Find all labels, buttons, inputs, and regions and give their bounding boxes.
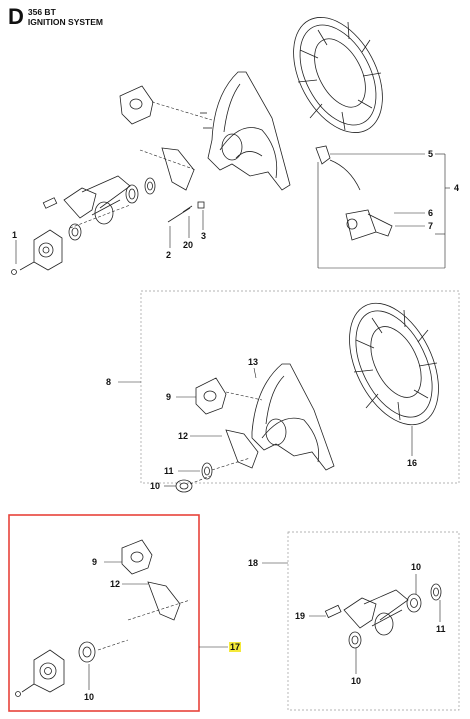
gasket-small-mid [225, 429, 259, 469]
bearing-bottom-right [406, 593, 422, 613]
gasket-small-top [161, 147, 195, 191]
gasket-top [119, 85, 154, 125]
highlight-frame-17 [8, 514, 200, 712]
callout-16: 16 [407, 458, 418, 468]
bearing-mid [201, 462, 213, 480]
model-name: 356 BT [27, 7, 56, 17]
crankshaft-top [42, 175, 131, 225]
callout-10-mid: 10 [150, 481, 161, 491]
bearing-lower [348, 631, 362, 649]
crankcase-left-top [19, 229, 63, 271]
callout-10-lower: 10 [351, 676, 362, 686]
callout-19: 19 [295, 611, 306, 621]
callout-10-right: 10 [411, 562, 422, 572]
crankshaft-bottom [324, 589, 409, 636]
callout-2: 2 [166, 250, 172, 260]
callout-6: 6 [428, 208, 434, 218]
crankcase-top [207, 71, 291, 191]
seal-mid [175, 479, 193, 493]
nut-3 [197, 201, 205, 209]
callout-17: 17 [229, 642, 242, 652]
gasket-small-bottom [147, 581, 181, 621]
bearing-left-top [68, 223, 82, 241]
callout-10-bottom: 10 [84, 692, 95, 702]
header-text: 356 BT IGNITION SYSTEM [28, 6, 103, 27]
callout-9-bottom: 9 [92, 557, 98, 567]
bearing-top [125, 184, 139, 204]
bolt-2 [167, 207, 191, 223]
callout-12-mid: 12 [178, 431, 189, 441]
callout-11-bottom: 11 [436, 624, 446, 634]
callout-9-mid: 9 [166, 392, 172, 402]
washer-20 [182, 205, 193, 213]
frame-8 [140, 290, 460, 484]
callout-5: 5 [428, 149, 434, 159]
callout-3: 3 [201, 231, 207, 241]
callout-1: 1 [12, 230, 18, 240]
section-letter: D [8, 4, 24, 29]
callout-7: 7 [428, 221, 434, 231]
seal-top [144, 177, 156, 195]
section-title: IGNITION SYSTEM [27, 17, 103, 27]
gasket-mid [195, 377, 227, 415]
callout-11-mid: 11 [164, 466, 174, 476]
crankcase-left-bottom [21, 649, 65, 693]
callout-8: 8 [106, 377, 112, 387]
callout-20: 20 [183, 240, 194, 250]
crankcase-mid [251, 363, 335, 471]
ignition-module [315, 145, 393, 241]
flywheel-top [293, 17, 383, 133]
bearing-bottom [78, 641, 96, 663]
callout-12-bottom: 12 [110, 579, 121, 589]
callout-4: 4 [454, 183, 460, 193]
page-header: D 356 BT IGNITION SYSTEM [8, 6, 103, 28]
flywheel-mid [349, 302, 439, 426]
gasket-bottom [121, 539, 153, 575]
seal-bottom-right [430, 583, 442, 601]
callout-18: 18 [248, 558, 259, 568]
callout-13: 13 [248, 357, 259, 367]
frame-18 [287, 531, 460, 711]
